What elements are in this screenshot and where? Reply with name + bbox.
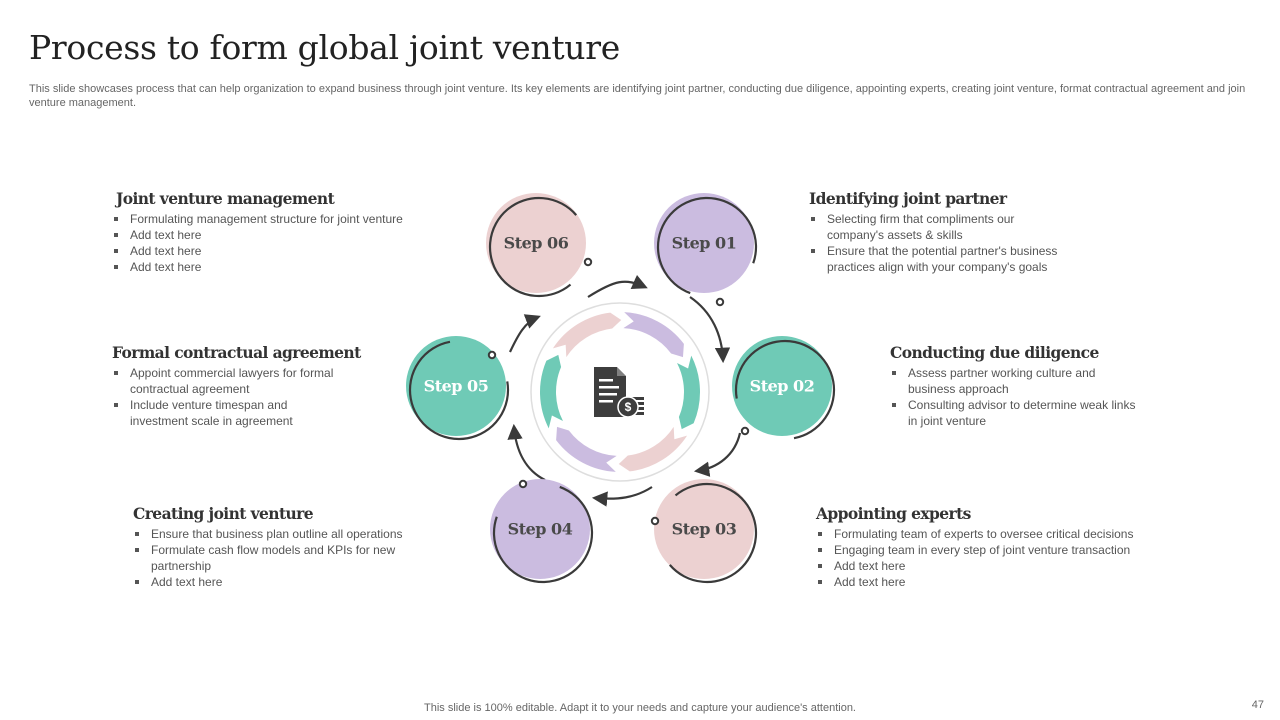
slide-title: Process to form global joint venture (29, 28, 620, 67)
slide-footer: This slide is 100% editable. Adapt it to… (424, 702, 856, 714)
slide-subtitle: This slide showcases process that can he… (29, 83, 1246, 109)
bullet-item: Assess partner working culture and busin… (890, 365, 1123, 397)
bullet-item: Formulating team of experts to oversee c… (816, 526, 1186, 542)
step-connector-arrows (507, 274, 742, 507)
inner-cycle-segment (623, 312, 684, 358)
step-04-bullets: Ensure that business plan outline all op… (133, 526, 443, 590)
step-06-text-block: Joint venture management Formulating man… (112, 189, 442, 275)
step-03-heading: Appointing experts (816, 504, 971, 523)
step-circles: Step 01 Step 02 Step 03 Step 04 Step 05 Step … (406, 193, 836, 584)
bullet-item: Ensure that the potential partner's busi… (809, 243, 1099, 275)
document-dollar-icon: $ (594, 367, 644, 418)
outer-ring (530, 302, 710, 482)
step-05-heading: Formal contractual agreement (112, 343, 361, 362)
step-05-circle: Step 05 (406, 336, 510, 441)
step-label: Step 04 (508, 520, 573, 539)
step-06-bullets: Formulating management structure for joi… (112, 211, 442, 275)
step-label: Step 03 (672, 520, 737, 539)
bullet-item: Add text here (112, 227, 442, 243)
step-label: Step 02 (750, 377, 815, 396)
inner-cycle-segment (540, 354, 563, 429)
bullet-item: Engaging team in every step of joint ven… (816, 542, 1186, 558)
step-03-circle: Step 03 (650, 479, 758, 584)
bullet-item: Ensure that business plan outline all op… (133, 526, 443, 542)
step-01-bullets: Selecting firm that compliments our comp… (809, 211, 1099, 275)
bullet-item: Consulting advisor to determine weak lin… (890, 397, 1143, 429)
step-01-text-block: Identifying joint partner Selecting firm… (809, 189, 1099, 275)
step-label: Step 01 (672, 234, 737, 253)
arrow-step05-to-step06 (509, 314, 541, 353)
step-label: Step 06 (504, 234, 569, 253)
step-03-bullets: Formulating team of experts to oversee c… (816, 526, 1186, 590)
arrow-step02-to-step03 (693, 432, 742, 477)
step-02-bullets: Assess partner working culture and busin… (890, 365, 1150, 429)
step-04-circle: Step 04 (490, 479, 594, 584)
bullet-item: Include venture timespan and investment … (112, 397, 345, 429)
step-02-circle: Step 02 (732, 336, 836, 441)
step-label: Step 05 (424, 377, 489, 396)
step-01-heading: Identifying joint partner (809, 189, 1007, 208)
step-03-text-block: Appointing experts Formulating team of e… (816, 504, 1186, 590)
bullet-item: Formulating management structure for joi… (112, 211, 442, 227)
step-04-text-block: Creating joint venture Ensure that busin… (133, 504, 443, 590)
inner-cycle-segment (618, 426, 688, 472)
arrow-step06-to-step01 (587, 274, 648, 298)
bullet-item: Add text here (816, 574, 1186, 590)
step-01-circle: Step 01 (654, 193, 758, 307)
bullet-item: Appoint commercial lawyers for formal co… (112, 365, 358, 397)
bullet-item: Add text here (816, 558, 1186, 574)
page-number: 47 (1251, 699, 1264, 711)
svg-text:$: $ (625, 400, 632, 414)
bullet-item: Add text here (112, 259, 442, 275)
arrow-step03-to-step04 (591, 486, 653, 507)
bullet-item: Add text here (112, 243, 442, 259)
step-02-heading: Conducting due diligence (890, 343, 1099, 362)
step-06-heading: Joint venture management (116, 189, 335, 208)
arrow-step04-to-step05 (507, 423, 546, 481)
inner-cycle-segment (552, 312, 622, 358)
step-02-text-block: Conducting due diligence Assess partner … (890, 343, 1150, 429)
inner-cycle-arrows (540, 312, 700, 472)
step-05-text-block: Formal contractual agreement Appoint com… (112, 343, 372, 429)
bullet-item: Selecting firm that compliments our comp… (809, 211, 1057, 243)
arrow-step01-to-step02 (689, 296, 731, 364)
bullet-item: Add text here (133, 574, 443, 590)
bullet-item: Formulate cash flow models and KPIs for … (133, 542, 399, 574)
inner-cycle-segment (677, 355, 700, 430)
step-04-heading: Creating joint venture (133, 504, 314, 523)
step-06-circle: Step 06 (486, 193, 593, 298)
step-05-bullets: Appoint commercial lawyers for formal co… (112, 365, 372, 429)
inner-cycle-segment (556, 426, 617, 472)
